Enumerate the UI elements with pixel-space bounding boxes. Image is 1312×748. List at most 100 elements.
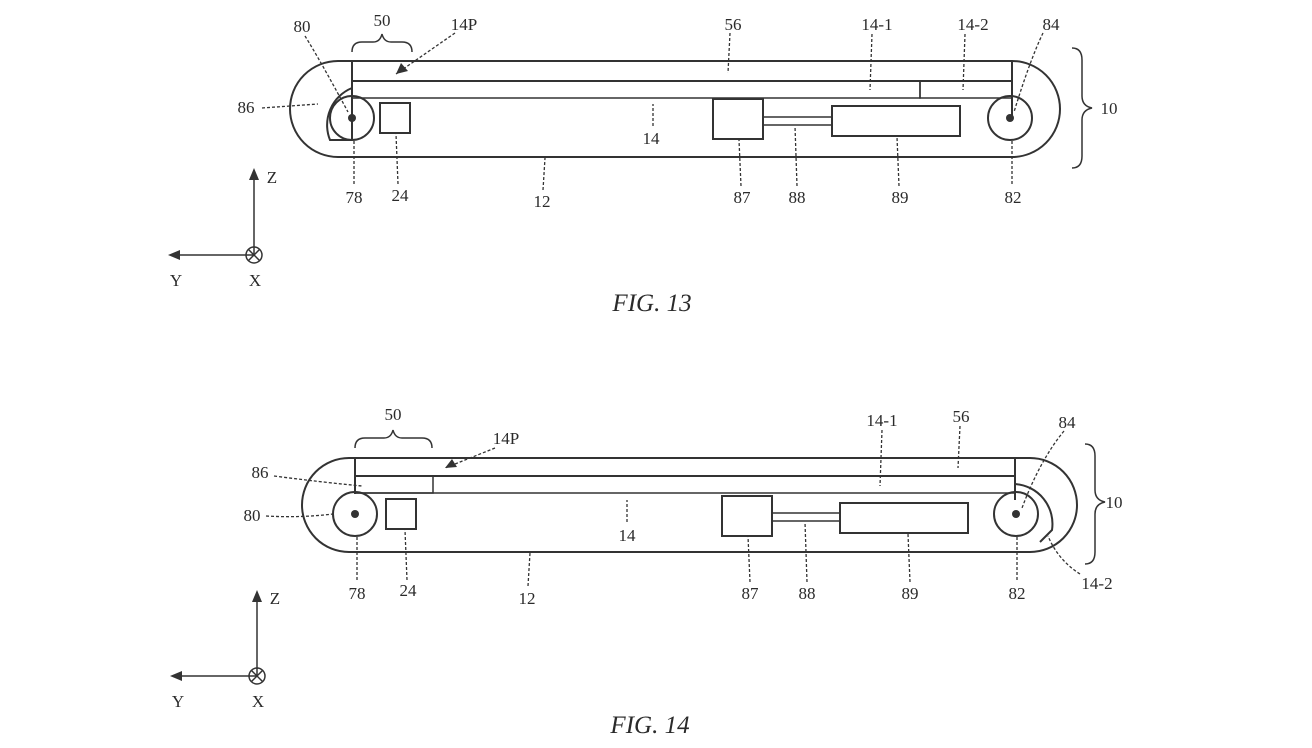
fig14-leader-14-2 <box>1047 535 1081 575</box>
fig13-leader-86 <box>261 103 319 109</box>
fig13-arrow-14P <box>396 63 408 74</box>
fig13-label-87: 87 <box>734 188 752 207</box>
fig13-leader-80 <box>304 35 349 113</box>
fig14-axis-y-arrow <box>170 671 182 681</box>
fig13-curved-portion-86 <box>326 87 353 141</box>
fig13-leader-87 <box>738 139 742 187</box>
fig14-label-14P: 14P <box>493 429 519 448</box>
fig14-label-87: 87 <box>742 584 760 603</box>
fig13-roller-82-axle <box>1006 114 1014 122</box>
fig14: 50 14P 14-1 56 84 86 10 80 14 78 24 12 8… <box>170 405 1123 739</box>
fig14-leader-87 <box>747 535 751 583</box>
fig13-label-50: 50 <box>374 11 391 30</box>
fig14-axis-label-x: X <box>252 692 264 711</box>
fig13-leader-88 <box>794 125 798 187</box>
fig13-component-24 <box>379 102 411 134</box>
fig13-leader-24 <box>395 133 399 185</box>
fig13-leader-89 <box>896 136 900 187</box>
fig14-axis-x-cross-b <box>250 669 264 683</box>
fig13-roller-78 <box>329 95 375 141</box>
fig14-leader-14-1 <box>879 429 883 487</box>
fig14-label-82: 82 <box>1009 584 1026 603</box>
fig14-curved-portion-14-2 <box>1014 483 1054 543</box>
fig14-axis-label-y: Y <box>172 692 184 711</box>
fig14-label-14-2: 14-2 <box>1081 574 1112 593</box>
fig14-display-portion-50 <box>354 475 434 494</box>
fig14-roller-82-axle <box>1012 510 1020 518</box>
fig14-label-88: 88 <box>799 584 816 603</box>
fig13-axis-x-cross-b <box>247 248 261 262</box>
fig13-axis-label-y: Y <box>170 271 182 290</box>
fig14-leader-89 <box>907 533 911 583</box>
fig13-housing-12 <box>289 60 1061 158</box>
fig14-leader-24 <box>404 529 408 581</box>
fig13-display-14-2 <box>919 80 1013 99</box>
fig14-component-87 <box>721 495 773 537</box>
fig14-label-80: 80 <box>244 506 261 525</box>
fig13-leader-14P <box>395 32 456 75</box>
fig13-label-84: 84 <box>1043 15 1061 34</box>
fig13: 80 50 14P 56 14-1 14-2 84 10 86 14 78 24… <box>168 11 1118 317</box>
fig13-label-80: 80 <box>294 17 311 36</box>
fig13-roller-82 <box>987 95 1033 141</box>
fig14-arrow-14P <box>445 459 457 468</box>
fig14-leader-56 <box>957 425 961 469</box>
fig14-axis-x-symbol <box>248 667 266 685</box>
fig14-label-10: 10 <box>1106 493 1123 512</box>
fig14-label-12: 12 <box>519 589 536 608</box>
fig14-label-78: 78 <box>349 584 366 603</box>
fig14-component-24 <box>385 498 417 530</box>
fig13-caption: FIG. 13 <box>611 290 691 317</box>
fig13-component-89 <box>831 105 961 137</box>
fig13-leader-56 <box>727 32 731 74</box>
fig13-label-56: 56 <box>725 15 742 34</box>
fig14-roller-82 <box>993 491 1039 537</box>
fig14-label-84: 84 <box>1059 413 1077 432</box>
fig13-label-86: 86 <box>238 98 255 117</box>
fig13-label-78: 78 <box>346 188 363 207</box>
fig13-bracket-10 <box>1071 47 1093 169</box>
fig14-display-14-1 <box>354 475 1016 494</box>
fig13-axis-y-arrow <box>168 250 180 260</box>
fig13-label-14-2: 14-2 <box>957 15 988 34</box>
fig14-leader-84 <box>1021 430 1065 509</box>
fig14-caption: FIG. 14 <box>609 712 689 739</box>
fig13-label-10: 10 <box>1101 99 1118 118</box>
fig13-leader-14-1 <box>869 33 873 91</box>
fig13-axis-label-z: Z <box>267 168 277 187</box>
fig13-label-89: 89 <box>892 188 909 207</box>
fig13-component-87 <box>712 98 764 140</box>
fig13-label-14-1: 14-1 <box>861 15 892 34</box>
fig13-label-82: 82 <box>1005 188 1022 207</box>
fig14-leader-88 <box>804 521 808 583</box>
fig13-axis-z-arrow <box>249 168 259 180</box>
fig14-label-56: 56 <box>953 407 970 426</box>
fig14-label-89: 89 <box>902 584 919 603</box>
fig14-leader-80 <box>265 513 334 518</box>
fig13-label-14P: 14P <box>451 15 477 34</box>
fig13-leader-84 <box>1013 32 1044 113</box>
fig13-leader-12 <box>542 157 546 191</box>
fig13-bracket-50 <box>351 33 413 53</box>
fig14-label-14-1: 14-1 <box>866 411 897 430</box>
fig13-label-88: 88 <box>789 188 806 207</box>
fig14-component-89 <box>839 502 969 534</box>
fig14-leader-86 <box>273 475 363 487</box>
fig13-roller-78-axle <box>348 114 356 122</box>
fig14-housing-12 <box>301 457 1078 553</box>
fig14-label-86: 86 <box>252 463 269 482</box>
fig14-roller-78-axle <box>351 510 359 518</box>
fig14-leader-12 <box>527 552 531 587</box>
fig13-label-14: 14 <box>643 129 661 148</box>
fig14-bracket-10 <box>1084 443 1106 565</box>
fig13-leader-14-2 <box>962 33 966 91</box>
fig13-label-24: 24 <box>392 186 410 205</box>
fig13-label-12: 12 <box>534 192 551 211</box>
fig14-label-50: 50 <box>385 405 402 424</box>
fig14-axis-z-arrow <box>252 590 262 602</box>
fig14-label-24: 24 <box>400 581 418 600</box>
fig14-axis-label-z: Z <box>270 589 280 608</box>
fig13-axis-x-symbol <box>245 246 263 264</box>
